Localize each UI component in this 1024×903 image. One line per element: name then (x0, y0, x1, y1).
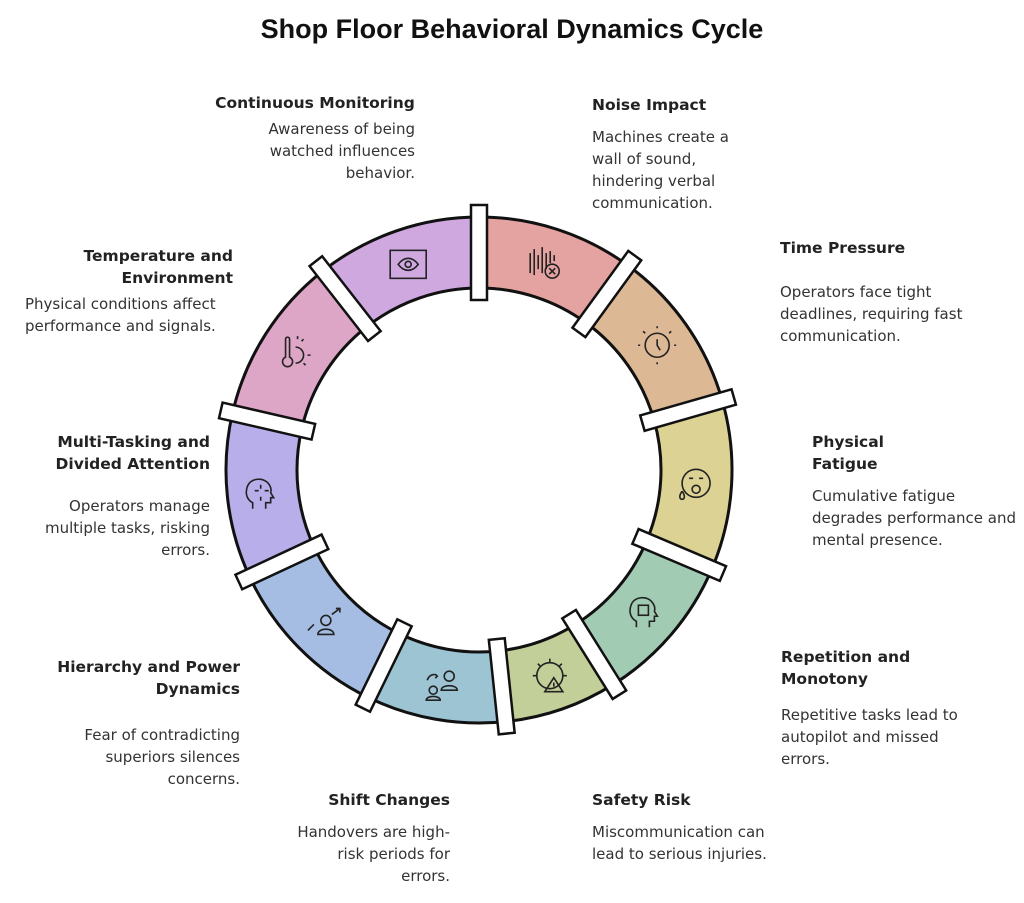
gear-warning-icon (532, 658, 567, 693)
label-physical-fatigue: Physical Fatigue Cumulative fatigue degr… (812, 431, 1022, 551)
segment-description: Physical conditions affect performance a… (25, 295, 216, 335)
segment-divider (638, 387, 738, 433)
segment-description: Miscommunication can lead to serious inj… (592, 823, 767, 863)
segment-divider (217, 401, 317, 442)
label-shift-changes: Shift Changes Handovers are high-risk pe… (290, 789, 450, 887)
label-noise-impact: Noise Impact Machines create a wall of s… (592, 94, 762, 214)
segment-title: Noise Impact (592, 96, 707, 114)
segment-title: Temperature and Environment (83, 247, 233, 287)
segment-title: Shift Changes (328, 791, 450, 809)
label-multi-tasking: Multi-Tasking and Divided Attention Oper… (15, 431, 210, 561)
diagram-title: Shop Floor Behavioral Dynamics Cycle (260, 14, 764, 44)
segment-title: Hierarchy and Power Dynamics (57, 658, 240, 698)
segment-description: Cumulative fatigue degrades performance … (812, 487, 1017, 549)
segment-divider (560, 608, 628, 701)
tired-face-icon (679, 468, 711, 501)
person-rising-icon (307, 607, 341, 636)
segment-divider (487, 636, 517, 736)
label-hierarchy-power: Hierarchy and Power Dynamics Fear of con… (40, 656, 240, 790)
label-safety-risk: Safety Risk Miscommunication can lead to… (592, 789, 772, 865)
head-dice-icon (629, 596, 659, 628)
segment-description: Operators face tight deadlines, requirin… (780, 283, 963, 345)
segment-description: Machines create a wall of sound, hinderi… (592, 128, 729, 212)
label-time-pressure: Time Pressure Operators face tight deadl… (780, 237, 980, 347)
segment-divider (469, 203, 489, 302)
segment-description: Fear of contradicting superiors silences… (84, 726, 240, 788)
segment-divider (630, 527, 728, 583)
clock-icon (638, 326, 677, 365)
thermometer-sun-icon (281, 336, 311, 368)
segment-description: Awareness of being watched influences be… (268, 120, 415, 182)
segment-divider (570, 249, 643, 339)
segment-divider (353, 617, 414, 714)
segment-description: Handovers are high-risk periods for erro… (297, 823, 450, 885)
label-repetition-monotony: Repetition and Monotony Repetitive tasks… (781, 646, 981, 770)
segment-title: Multi-Tasking and Divided Attention (55, 433, 210, 473)
segment-title: Safety Risk (592, 791, 691, 809)
segment-description: Repetitive tasks lead to autopilot and m… (781, 706, 958, 768)
handover-people-icon (425, 670, 459, 701)
segment-title: Continuous Monitoring (215, 94, 415, 112)
segment-description: Operators manage multiple tasks, risking… (45, 497, 210, 559)
segment-divider (307, 254, 383, 343)
segment-title: Repetition and Monotony (781, 648, 911, 688)
segment-divider (233, 532, 330, 591)
label-continuous-monitoring: Continuous Monitoring Awareness of being… (215, 92, 415, 184)
sound-wave-muted-icon (529, 247, 561, 279)
segment-title: Physical Fatigue (812, 433, 884, 473)
eye-frame-icon (389, 249, 427, 280)
label-temperature-environment: Temperature and Environment Physical con… (25, 245, 265, 337)
head-arrows-icon (245, 478, 276, 509)
segment-title: Time Pressure (780, 239, 906, 257)
